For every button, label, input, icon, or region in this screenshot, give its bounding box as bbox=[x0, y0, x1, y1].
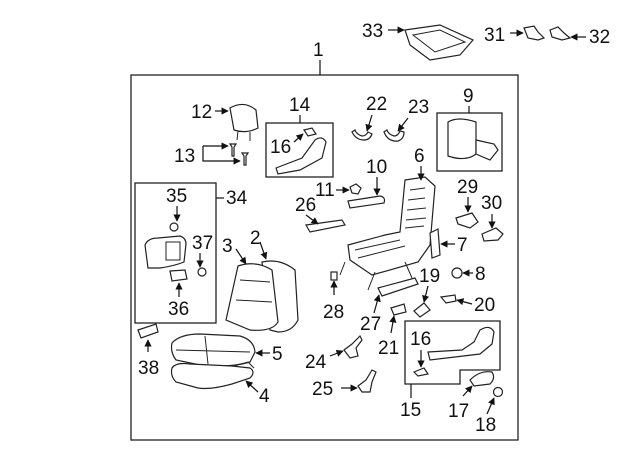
callout-30: 30 bbox=[481, 193, 502, 214]
callout-24: 24 bbox=[305, 352, 327, 373]
callout-7: 7 bbox=[457, 235, 468, 256]
part-11-armrest-bracket[interactable] bbox=[349, 183, 362, 195]
part-24-lever[interactable] bbox=[343, 334, 363, 359]
part-17-recliner-handle[interactable] bbox=[469, 371, 495, 387]
callout-13: 13 bbox=[174, 146, 195, 167]
part-28-bracket[interactable] bbox=[330, 271, 338, 281]
leader-21 bbox=[389, 315, 397, 334]
leader-17 bbox=[462, 385, 473, 397]
part-10-armrest[interactable] bbox=[347, 195, 386, 209]
leader-23 bbox=[397, 117, 409, 132]
part-31-clip[interactable] bbox=[523, 25, 546, 41]
box-15 bbox=[404, 320, 501, 385]
callout-16b: 16 bbox=[410, 329, 431, 350]
callout-35: 35 bbox=[166, 186, 187, 207]
part-27-track-cover-inner[interactable] bbox=[377, 277, 419, 297]
callout-20: 20 bbox=[474, 295, 495, 316]
callout-22: 22 bbox=[366, 94, 387, 115]
callout-3: 3 bbox=[222, 236, 233, 257]
leader-19 bbox=[422, 285, 430, 303]
part-30-hinge-cover[interactable] bbox=[481, 227, 504, 242]
part-20-handle[interactable] bbox=[439, 294, 457, 304]
part-22-guide[interactable] bbox=[351, 129, 373, 141]
part-26-track-cover[interactable] bbox=[305, 219, 346, 233]
part-18-retainer-ring[interactable] bbox=[492, 386, 504, 398]
part-33-storage-tray[interactable] bbox=[404, 24, 474, 61]
part-3-seat-back-cushion[interactable] bbox=[225, 263, 279, 331]
part-8-knob[interactable] bbox=[451, 267, 463, 279]
part-35-screw[interactable] bbox=[169, 222, 179, 232]
callout-33: 33 bbox=[362, 21, 383, 42]
leader-18 bbox=[486, 397, 495, 415]
box-34 bbox=[134, 182, 217, 324]
callout-11: 11 bbox=[315, 180, 335, 201]
part-6-seat-frame[interactable] bbox=[339, 176, 436, 291]
part-14-side-shield[interactable] bbox=[275, 137, 327, 175]
leader-4 bbox=[245, 380, 259, 393]
callout-28: 28 bbox=[323, 302, 344, 323]
callout-29: 29 bbox=[457, 177, 478, 198]
main-assembly-frame bbox=[130, 74, 519, 441]
part-13-headrest-guides[interactable] bbox=[228, 143, 250, 166]
part-36-plate[interactable] bbox=[169, 269, 188, 282]
callout-37: 37 bbox=[192, 233, 213, 254]
part-25-lever[interactable] bbox=[357, 369, 377, 393]
callout-23: 23 bbox=[408, 97, 429, 118]
part-21-adjuster-cover[interactable] bbox=[390, 303, 407, 316]
callout-10: 10 bbox=[366, 157, 387, 178]
callout-4: 4 bbox=[259, 386, 270, 407]
callout-14: 14 bbox=[289, 95, 311, 116]
part-23-guide[interactable] bbox=[383, 129, 405, 142]
part-34-table-assembly[interactable] bbox=[144, 235, 187, 269]
part-15-side-shield-lower[interactable] bbox=[427, 326, 495, 361]
callout-36: 36 bbox=[168, 299, 189, 320]
callout-21: 21 bbox=[378, 338, 399, 359]
leader-13b bbox=[202, 146, 241, 165]
part-32-clip[interactable] bbox=[549, 26, 572, 41]
callout-12: 12 bbox=[191, 102, 212, 123]
callout-38: 38 bbox=[138, 358, 159, 379]
part-5-seat-cushion-cover[interactable] bbox=[170, 333, 256, 367]
part-37-bolt[interactable] bbox=[197, 267, 207, 277]
part-16-clip-lower[interactable] bbox=[412, 367, 429, 377]
leader-20 bbox=[456, 298, 473, 306]
callout-9: 9 bbox=[463, 86, 474, 107]
part-19-lever-cover[interactable] bbox=[413, 302, 431, 318]
part-12-headrest[interactable] bbox=[229, 103, 259, 141]
part-38-cover[interactable] bbox=[137, 323, 159, 339]
part-9-seat-back-board[interactable] bbox=[447, 118, 499, 161]
leader-3 bbox=[235, 248, 247, 265]
part-4-seat-cushion-pad[interactable] bbox=[170, 361, 255, 390]
leader-2 bbox=[259, 241, 268, 260]
callout-18: 18 bbox=[475, 415, 496, 436]
callout-2: 2 bbox=[250, 228, 261, 249]
callout-26: 26 bbox=[295, 195, 316, 216]
callout-34: 34 bbox=[226, 188, 248, 209]
callout-25: 25 bbox=[312, 379, 333, 400]
leader-24 bbox=[329, 349, 344, 357]
callout-15: 15 bbox=[400, 400, 421, 421]
leader-26 bbox=[305, 214, 319, 225]
callout-31: 31 bbox=[484, 25, 505, 46]
part-7-recliner-cover[interactable] bbox=[429, 228, 441, 259]
leader-16a bbox=[293, 133, 304, 143]
callout-6: 6 bbox=[414, 146, 425, 167]
leader-27 bbox=[373, 294, 381, 314]
part-29-hinge-cover[interactable] bbox=[455, 212, 479, 229]
leader-22 bbox=[365, 114, 373, 132]
part-16-clip-upper[interactable] bbox=[303, 127, 317, 137]
callout-16a: 16 bbox=[270, 137, 291, 158]
callout-17: 17 bbox=[448, 401, 469, 422]
callout-27: 27 bbox=[360, 314, 381, 335]
callout-1: 1 bbox=[313, 40, 324, 61]
callout-8: 8 bbox=[475, 264, 486, 285]
callout-19: 19 bbox=[419, 266, 440, 287]
callout-32: 32 bbox=[589, 27, 610, 48]
callout-5: 5 bbox=[272, 344, 283, 365]
